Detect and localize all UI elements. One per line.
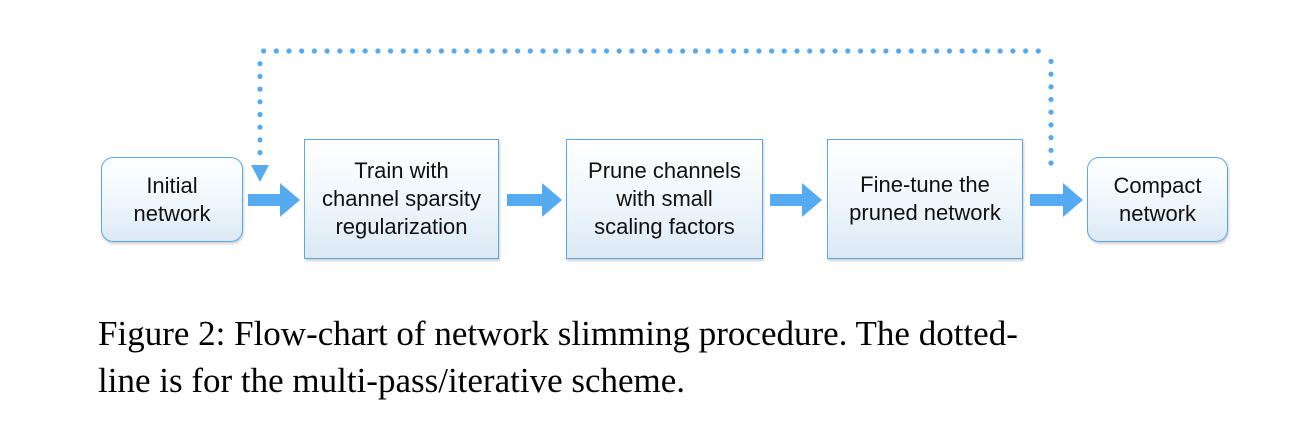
- feedback-loop-dot: [845, 48, 851, 54]
- node-train-with-sparsity: Train with channel sparsity regularizati…: [304, 139, 499, 259]
- feedback-loop-dot: [362, 48, 368, 54]
- feedback-loop-dot: [680, 48, 686, 54]
- feedback-loop-dot: [921, 48, 927, 54]
- feedback-loop-dot: [959, 48, 965, 54]
- feedback-loop-dot: [426, 48, 432, 54]
- feedback-loop-dot: [705, 48, 711, 54]
- feedback-loop-dot: [464, 48, 470, 54]
- feedback-loop-dot: [578, 48, 584, 54]
- feedback-loop-dot: [769, 48, 775, 54]
- arrow-finetune-to-compact: [1030, 183, 1083, 217]
- feedback-loop-dot: [870, 48, 876, 54]
- feedback-loop-dot: [1048, 160, 1054, 166]
- feedback-loop-dot: [257, 124, 263, 130]
- feedback-loop-dot: [273, 48, 279, 54]
- feedback-loop-dot: [1048, 58, 1054, 64]
- arrow-train-to-prune: [507, 183, 562, 217]
- feedback-loop-dot: [286, 48, 292, 54]
- feedback-loop-dot: [311, 48, 317, 54]
- feedback-loop-dot: [515, 48, 521, 54]
- feedback-loop-dot: [324, 48, 330, 54]
- feedback-loop-dot: [603, 48, 610, 54]
- feedback-loop-dot: [553, 48, 559, 54]
- feedback-loop-dot: [1048, 135, 1054, 141]
- feedback-loop-dot: [997, 48, 1003, 54]
- node-initial-network: Initial network: [101, 157, 243, 242]
- feedback-loop-dot: [413, 48, 419, 54]
- feedback-loop-dot: [667, 48, 673, 54]
- node-prune-channels: Prune channels with small scaling factor…: [566, 139, 763, 259]
- feedback-loop-dot: [257, 86, 263, 92]
- feedback-loop-dot: [794, 48, 800, 54]
- feedback-loop-dot: [946, 48, 953, 54]
- feedback-loop-dot: [540, 48, 546, 54]
- feedback-loop-dot: [1048, 84, 1054, 90]
- feedback-loop-dot: [349, 48, 356, 54]
- caption-line-2: line is for the multi-pass/iterative sch…: [98, 361, 686, 400]
- feedback-loop-dot: [261, 48, 267, 54]
- feedback-loop-dot: [375, 48, 381, 54]
- feedback-loop-dot: [1023, 48, 1029, 54]
- feedback-loop-dot: [972, 48, 978, 54]
- feedback-loop-dot: [489, 48, 495, 54]
- feedback-loop-dot: [438, 48, 444, 54]
- feedback-loop-dot: [857, 48, 864, 54]
- feedback-loop-arrowhead: [251, 165, 269, 182]
- feedback-loop-dot: [654, 48, 660, 54]
- feedback-loop-dot: [1035, 48, 1041, 54]
- feedback-loop-dot: [756, 48, 762, 54]
- arrow-initial-to-train: [248, 183, 300, 217]
- figure-caption: Figure 2: Flow-chart of network slimming…: [98, 310, 1238, 404]
- feedback-loop-dot: [1048, 96, 1054, 103]
- feedback-loop-dot: [257, 111, 263, 118]
- feedback-loop-dot: [984, 48, 991, 54]
- feedback-loop-dot: [591, 48, 597, 54]
- feedback-loop-dot: [337, 48, 343, 54]
- feedback-loop-dot: [616, 48, 622, 54]
- feedback-loop-dot: [502, 48, 508, 54]
- feedback-loop-dot: [388, 48, 394, 54]
- feedback-loop-dot: [730, 48, 737, 54]
- feedback-loop-dot: [908, 48, 914, 54]
- feedback-loop-dot: [883, 48, 889, 54]
- feedback-loop-dot: [934, 48, 940, 54]
- feedback-loop-dot: [476, 48, 483, 54]
- feedback-loop-dot: [400, 48, 406, 54]
- feedback-loop-dot: [781, 48, 787, 54]
- feedback-loop-dot: [257, 61, 263, 67]
- feedback-loop-dot: [807, 48, 813, 54]
- feedback-loop-dot: [257, 73, 263, 79]
- feedback-loop-dot: [1048, 71, 1054, 77]
- feedback-loop-dot: [832, 48, 838, 54]
- feedback-loop-dot: [642, 48, 648, 54]
- node-fine-tune: Fine-tune the pruned network: [827, 139, 1023, 259]
- feedback-loop-dot: [743, 48, 749, 54]
- arrow-prune-to-finetune: [770, 183, 822, 217]
- feedback-loop-dot: [819, 48, 826, 54]
- feedback-loop-dot: [565, 48, 572, 54]
- feedback-loop-dot: [299, 48, 305, 54]
- feedback-loop-dot: [451, 48, 457, 54]
- feedback-loop-dot: [1010, 48, 1016, 54]
- feedback-loop-dot: [1048, 109, 1054, 115]
- feedback-loop-dot: [527, 48, 533, 54]
- feedback-loop-dot: [1048, 122, 1054, 128]
- feedback-loop-dot: [257, 99, 263, 105]
- feedback-loop-dot: [257, 137, 263, 143]
- caption-line-1: Figure 2: Flow-chart of network slimming…: [98, 314, 1018, 353]
- node-compact-network: Compact network: [1087, 157, 1228, 242]
- feedback-loop-dot: [692, 48, 699, 54]
- feedback-loop-dot: [1048, 147, 1054, 153]
- feedback-loop-dot: [257, 150, 263, 156]
- feedback-loop-dot: [718, 48, 724, 54]
- feedback-loop-dot: [629, 48, 635, 54]
- feedback-loop-dot: [896, 48, 902, 54]
